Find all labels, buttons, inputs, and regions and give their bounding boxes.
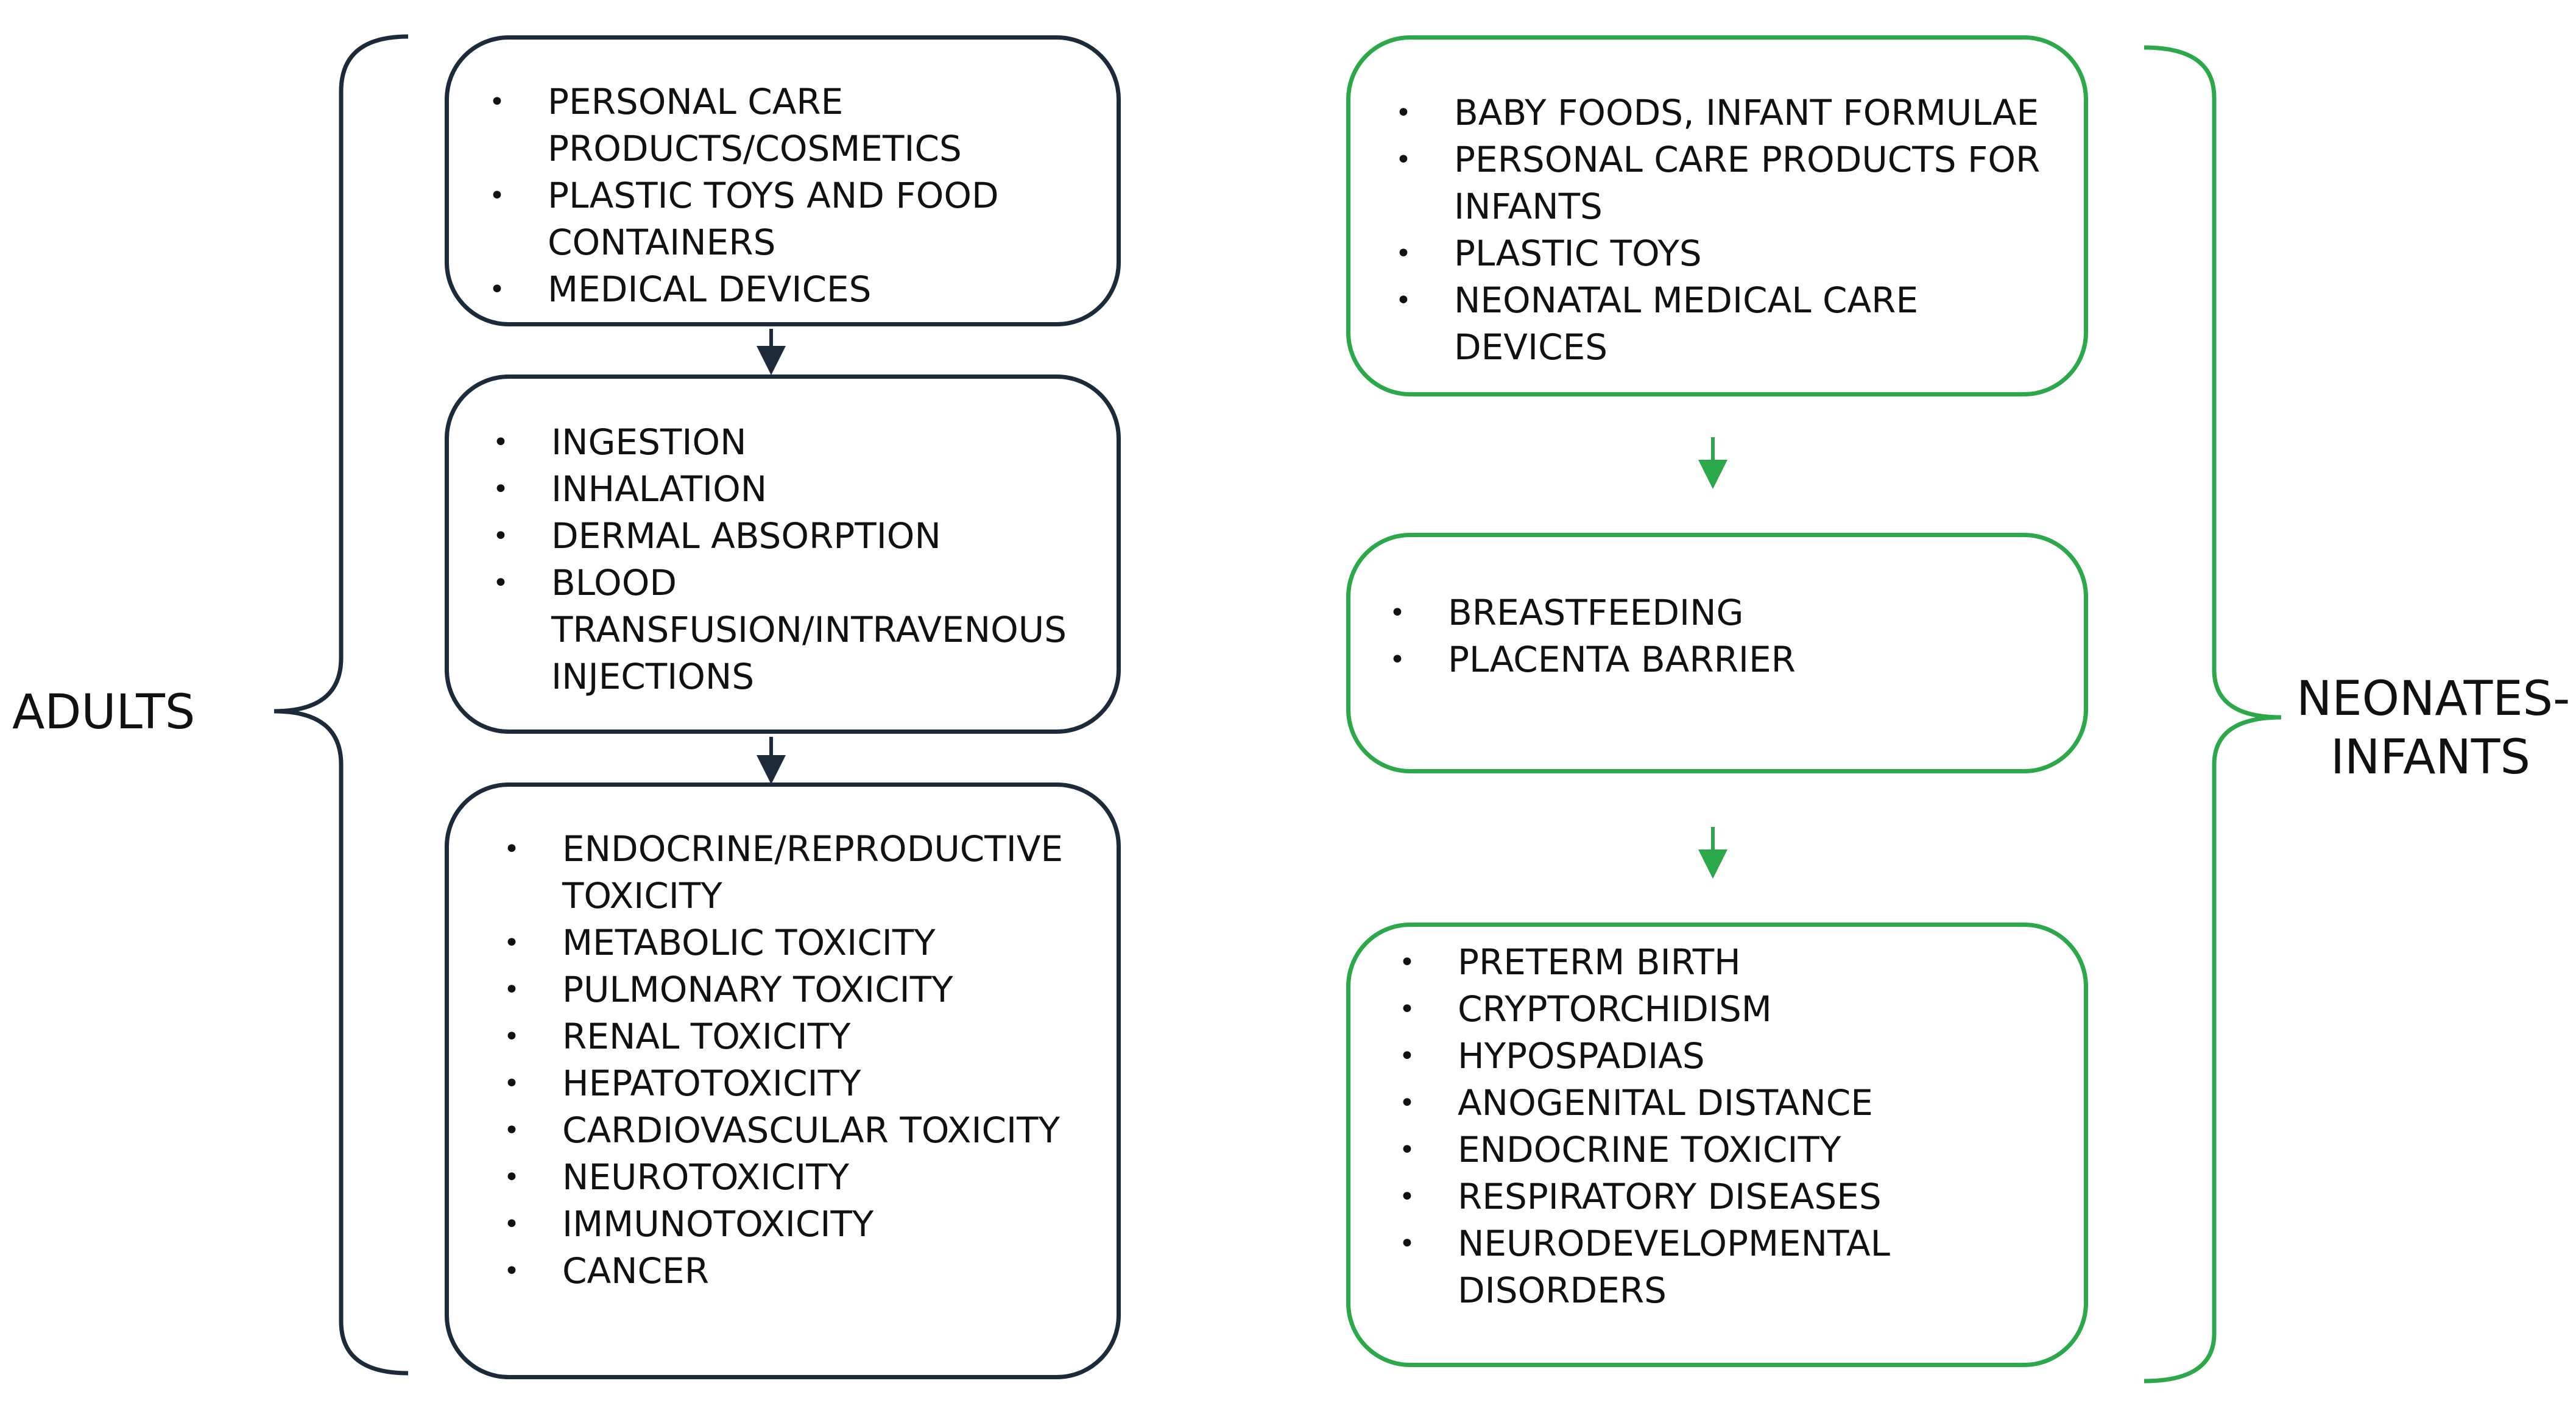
adults-brace <box>273 34 409 1376</box>
list-item: NEONATAL MEDICAL CARE DEVICES <box>1396 277 2047 371</box>
list-item: INGESTION <box>493 419 1098 466</box>
list-item: PULMONARY TOXICITY <box>504 966 1092 1013</box>
list-item: RESPIRATORY DISEASES <box>1399 1173 2047 1220</box>
list-item: PERSONAL CARE PRODUCTS/COSMETICS <box>489 79 1092 172</box>
neonates-sources-list: BABY FOODS, INFANT FORMULAE PERSONAL CAR… <box>1396 90 2047 371</box>
neonates-routes-list: BREASTFEEDING PLACENTA BARRIER <box>1389 589 2047 683</box>
list-item: ANOGENITAL DISTANCE <box>1399 1080 2047 1127</box>
adults-sources-list: PERSONAL CARE PRODUCTS/COSMETICS PLASTIC… <box>489 79 1092 313</box>
neonates-effects-list: PRETERM BIRTH CRYPTORCHIDISM HYPOSPADIAS… <box>1399 939 2047 1314</box>
list-item: BLOOD TRANSFUSION/INTRAVENOUS INJECTIONS <box>493 560 1098 700</box>
list-item: RENAL TOXICITY <box>504 1013 1092 1060</box>
list-item: CANCER <box>504 1248 1092 1295</box>
list-item: INHALATION <box>493 466 1098 513</box>
list-item: DERMAL ABSORPTION <box>493 513 1098 560</box>
list-item: BREASTFEEDING <box>1389 589 2047 636</box>
neonates-sources-box: BABY FOODS, INFANT FORMULAE PERSONAL CAR… <box>1346 35 2088 396</box>
list-item: METABOLIC TOXICITY <box>504 920 1092 966</box>
neonates-label-line2: INFANTS <box>2331 730 2530 785</box>
adults-routes-box: INGESTION INHALATION DERMAL ABSORPTION B… <box>445 374 1121 734</box>
list-item: MEDICAL DEVICES <box>489 266 1092 313</box>
list-item: NEUROTOXICITY <box>504 1154 1092 1201</box>
adults-effects-box: ENDOCRINE/REPRODUCTIVE TOXICITY METABOLI… <box>445 782 1121 1379</box>
list-item: CRYPTORCHIDISM <box>1399 986 2047 1033</box>
adults-sources-box: PERSONAL CARE PRODUCTS/COSMETICS PLASTIC… <box>445 35 1121 326</box>
list-item: HEPATOTOXICITY <box>504 1060 1092 1107</box>
adults-effects-list: ENDOCRINE/REPRODUCTIVE TOXICITY METABOLI… <box>504 826 1092 1295</box>
list-item: HYPOSPADIAS <box>1399 1033 2047 1080</box>
neonates-effects-box: PRETERM BIRTH CRYPTORCHIDISM HYPOSPADIAS… <box>1346 923 2088 1367</box>
list-item: PRETERM BIRTH <box>1399 939 2047 986</box>
adults-label: ADULTS <box>12 685 196 740</box>
neonates-label-line1: NEONATES- <box>2296 672 2571 726</box>
adults-routes-list: INGESTION INHALATION DERMAL ABSORPTION B… <box>493 419 1098 700</box>
list-item: PLASTIC TOYS <box>1396 230 2047 277</box>
list-item: ENDOCRINE/REPRODUCTIVE TOXICITY <box>504 826 1092 920</box>
list-item: ENDOCRINE TOXICITY <box>1399 1127 2047 1173</box>
list-item: PLACENTA BARRIER <box>1389 636 2047 683</box>
list-item: PLASTIC TOYS AND FOOD CONTAINERS <box>489 172 1092 266</box>
neonates-infants-label: NEONATES- INFANTS <box>2296 670 2571 787</box>
list-item: BABY FOODS, INFANT FORMULAE <box>1396 90 2047 136</box>
neonates-routes-box: BREASTFEEDING PLACENTA BARRIER <box>1346 533 2088 773</box>
list-item: PERSONAL CARE PRODUCTS FOR INFANTS <box>1396 136 2047 230</box>
list-item: IMMUNOTOXICITY <box>504 1201 1092 1248</box>
list-item: NEURODEVELOPMENTAL DISORDERS <box>1399 1220 2047 1314</box>
list-item: CARDIOVASCULAR TOXICITY <box>504 1107 1092 1154</box>
neonates-brace <box>2144 45 2282 1384</box>
